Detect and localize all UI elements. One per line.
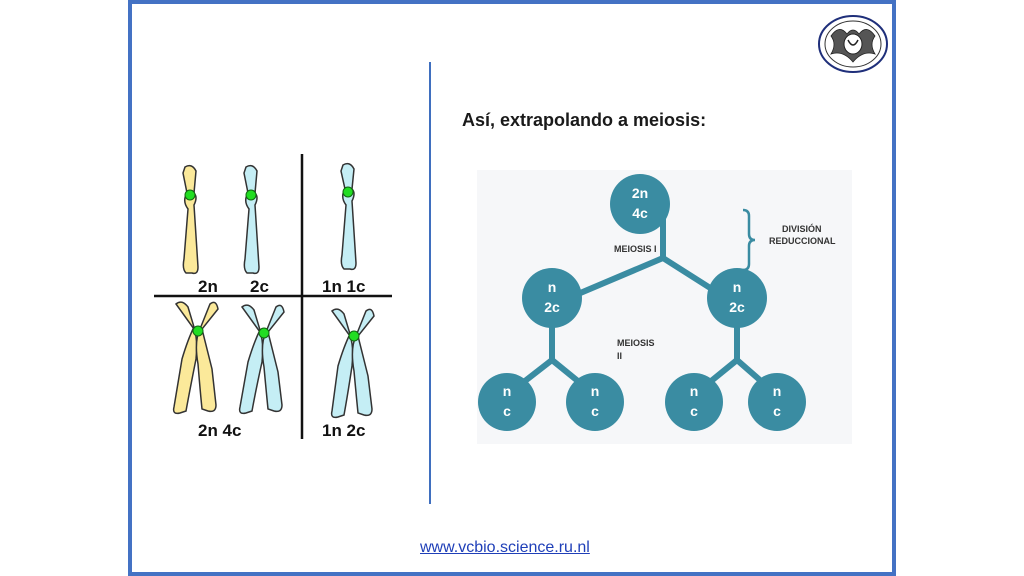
meiosis-diagram: 2n 4c n 2c n 2c n c n c n c bbox=[477, 170, 852, 444]
svg-text:n: n bbox=[733, 279, 742, 295]
blue-chromatid bbox=[243, 164, 260, 275]
label-2n: 2n bbox=[198, 277, 218, 296]
svg-text:2c: 2c bbox=[544, 299, 560, 315]
meiosis-i-label: MEIOSIS I bbox=[614, 244, 657, 254]
svg-text:n: n bbox=[503, 383, 512, 399]
blue-duplicated-chromosome-haploid bbox=[330, 308, 375, 419]
leaf-node-4: n c bbox=[748, 373, 806, 431]
university-seal-logo bbox=[818, 15, 888, 73]
yellow-chromatid bbox=[182, 164, 199, 275]
svg-text:n: n bbox=[690, 383, 699, 399]
chromosome-figure: 2n 2c 1n 1c 2n 4c 1n 2c bbox=[154, 154, 392, 440]
slide-heading: Así, extrapolando a meiosis: bbox=[462, 110, 707, 130]
label-2c: 2c bbox=[250, 277, 269, 296]
svg-text:c: c bbox=[773, 403, 781, 419]
svg-text:4c: 4c bbox=[632, 205, 648, 221]
leaf-node-2: n c bbox=[566, 373, 624, 431]
root-node-2n-4c: 2n 4c bbox=[610, 174, 670, 234]
label-1n-2c: 1n 2c bbox=[322, 421, 365, 440]
leaf-node-3: n c bbox=[665, 373, 723, 431]
svg-text:n: n bbox=[591, 383, 600, 399]
reduction-bracket bbox=[742, 208, 756, 272]
slide: 2n 2c 1n 1c 2n 4c 1n 2c Así, extrapoland… bbox=[128, 0, 896, 576]
svg-text:n: n bbox=[548, 279, 557, 295]
reduction-note-line2: REDUCCIONAL bbox=[769, 236, 836, 246]
leaf-node-1: n c bbox=[478, 373, 536, 431]
vertical-divider bbox=[429, 62, 431, 504]
label-2n-4c: 2n 4c bbox=[198, 421, 241, 440]
svg-text:c: c bbox=[690, 403, 698, 419]
mid-node-left: n 2c bbox=[522, 268, 582, 328]
label-1n-1c: 1n 1c bbox=[322, 277, 365, 296]
svg-text:c: c bbox=[591, 403, 599, 419]
website-link[interactable]: www.vcbio.science.ru.nl bbox=[420, 539, 590, 556]
svg-text:2c: 2c bbox=[729, 299, 745, 315]
svg-text:n: n bbox=[773, 383, 782, 399]
blue-duplicated-chromosome bbox=[238, 304, 285, 415]
meiosis-ii-label-line1: MEIOSIS bbox=[617, 338, 655, 348]
meiosis-ii-label-line2: II bbox=[617, 351, 622, 361]
reduction-note-line1: DIVISIÓN bbox=[782, 223, 822, 234]
mid-node-right: n 2c bbox=[707, 268, 767, 328]
svg-text:2n: 2n bbox=[632, 185, 648, 201]
yellow-duplicated-chromosome bbox=[172, 301, 219, 415]
svg-text:c: c bbox=[503, 403, 511, 419]
blue-chromatid-haploid bbox=[340, 162, 357, 271]
